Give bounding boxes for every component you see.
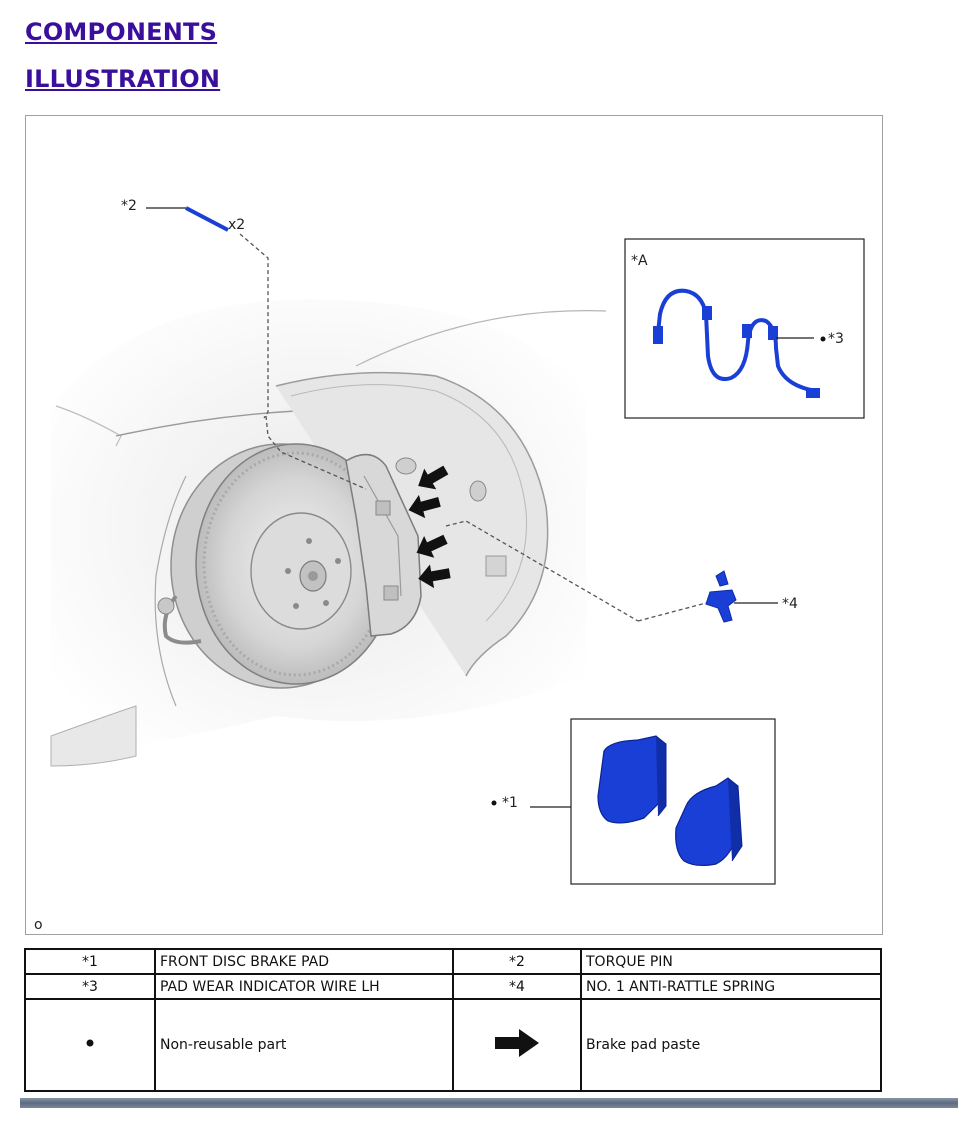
callout-2: *2 [121, 198, 137, 214]
legend-symbol-row: Non-reusable part Brake pad paste [25, 999, 881, 1091]
legend-key: *1 [25, 949, 155, 974]
legend-value: FRONT DISC BRAKE PAD [155, 949, 453, 974]
callout-4: *4 [782, 596, 798, 612]
inset-a: *A *3 [625, 239, 864, 418]
symbol-cell [25, 999, 155, 1091]
footer-bar [20, 1098, 958, 1108]
inset-a-label: *A [631, 253, 648, 269]
illustration-drawing: *2 x2 *A *3 *4 [26, 116, 882, 934]
legend-key: *4 [453, 974, 581, 999]
legend-key: *2 [453, 949, 581, 974]
legend-value: TORQUE PIN [581, 949, 881, 974]
brake-pad-paste-label: Brake pad paste [581, 999, 881, 1091]
filled-circle-icon [84, 1037, 96, 1049]
legend-row: *3 PAD WEAR INDICATOR WIRE LH *4 NO. 1 A… [25, 974, 881, 999]
brake-pad-inset: *1 [492, 719, 776, 884]
callout-1: *1 [502, 795, 518, 811]
components-link[interactable]: COMPONENTS [25, 18, 217, 46]
legend-table: *1 FRONT DISC BRAKE PAD *2 TORQUE PIN *3… [24, 948, 882, 1092]
legend-row: *1 FRONT DISC BRAKE PAD *2 TORQUE PIN [25, 949, 881, 974]
filled-circle-icon [492, 801, 497, 806]
legend-key: *3 [25, 974, 155, 999]
legend-value: NO. 1 ANTI-RATTLE SPRING [581, 974, 881, 999]
arrow-right-icon [493, 1027, 541, 1059]
filled-circle-icon [821, 337, 826, 342]
illustration-link[interactable]: ILLUSTRATION [25, 65, 220, 93]
quantity-label: x2 [228, 217, 245, 233]
callout-3: *3 [828, 331, 844, 347]
figure-id-label: o [34, 917, 43, 933]
non-reusable-label: Non-reusable part [155, 999, 453, 1091]
brake-components-illustration: *2 x2 *A *3 *4 [25, 115, 883, 935]
legend-value: PAD WEAR INDICATOR WIRE LH [155, 974, 453, 999]
symbol-cell [453, 999, 581, 1091]
